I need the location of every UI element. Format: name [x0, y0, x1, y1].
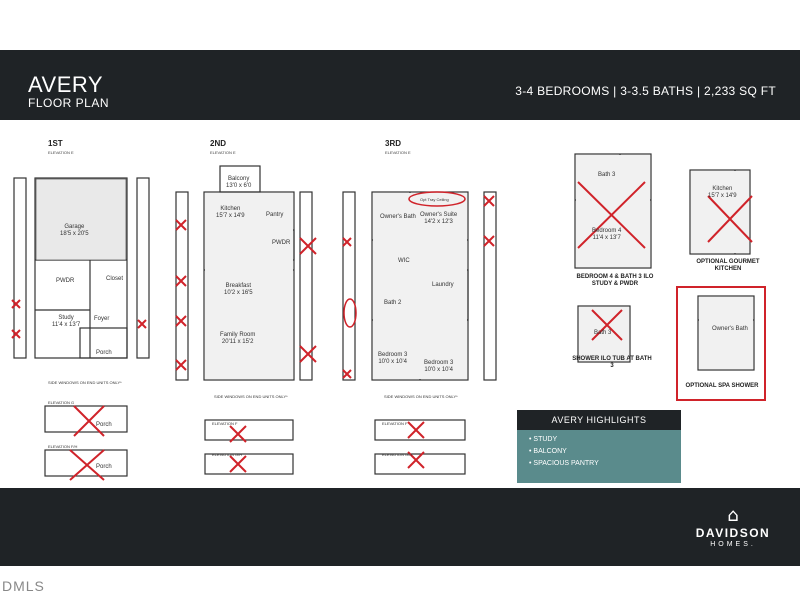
- first-floor-elevation: ELEVATION E: [48, 150, 74, 155]
- laundry-label: Laundry: [432, 282, 454, 288]
- second-alt-elevation-gh: ELEVATION G/H: [212, 452, 243, 457]
- top-margin: [0, 0, 800, 50]
- cross-bedroom4: [577, 181, 646, 249]
- plan-specs: 3-4 BEDROOMS | 3-3.5 BATHS | 2,233 SQ FT: [515, 84, 776, 98]
- first-alt-elevation-g: ELEVATION G: [48, 400, 75, 405]
- highlights-list: • STUDY • BALCONY • SPACIOUS PANTRY: [517, 430, 681, 470]
- opt-shower-caption: SHOWER ILO TUB AT BATH 3: [572, 356, 652, 369]
- third-floor-note: SIDE WINDOWS ON END UNITS ONLY*: [384, 394, 458, 399]
- highlights-title: AVERY HIGHLIGHTS: [517, 410, 681, 430]
- highlight-item: • SPACIOUS PANTRY: [529, 460, 599, 467]
- logo-line2: HOMES.: [710, 541, 756, 548]
- alt-porch-label-fh: Porch: [96, 464, 112, 470]
- footer-banner: ⌂ DAVIDSON HOMES.: [0, 488, 800, 566]
- first-alt-elevation-fh: ELEVATION F/H: [48, 444, 78, 449]
- pwdr-label: PWDR: [56, 278, 75, 284]
- second-floor-title: 2ND: [210, 139, 227, 148]
- plan-title: AVERY: [28, 72, 104, 97]
- bath2-label: Bath 2: [384, 300, 402, 306]
- red-x-marks: [11, 181, 753, 481]
- opt-bath3-label: Bath 3: [598, 172, 616, 178]
- tray-ceiling-highlight: [408, 191, 466, 207]
- floor-plan-drawings: [11, 153, 755, 481]
- pwdr-2nd-label: PWDR: [272, 240, 291, 246]
- header-banner: AVERY FLOOR PLAN 3-4 BEDROOMS | 3-3.5 BA…: [0, 50, 800, 120]
- second-floor-note: SIDE WINDOWS ON END UNITS ONLY*: [214, 394, 288, 399]
- davidson-homes-logo: ⌂ DAVIDSON HOMES.: [694, 506, 772, 550]
- third-alt-elevation-gh: ELEVATION G/H: [382, 452, 413, 457]
- tray-ceiling-label: Opt Tray Ceiling: [420, 197, 449, 202]
- opt-kitchen-caption: OPTIONAL GOURMET KITCHEN: [696, 259, 760, 272]
- cross-shower: [591, 309, 623, 341]
- house-logo-icon: ⌂: [727, 505, 739, 526]
- cross-kitchen: [707, 195, 753, 243]
- opt-spa-caption: OPTIONAL SPA SHOWER: [685, 383, 759, 389]
- first-floor-note: SIDE WINDOWS ON END UNITS ONLY*: [48, 380, 122, 385]
- opt-bedroom4-caption: BEDROOM 4 & BATH 3 ILO STUDY & PWDR: [576, 274, 654, 287]
- highlight-item: • BALCONY: [529, 448, 567, 455]
- wic-label: WIC: [398, 258, 410, 264]
- plan-subtitle: FLOOR PLAN: [28, 96, 110, 110]
- first-floor-title: 1ST: [48, 139, 63, 148]
- alt-porch-label-g: Porch: [96, 422, 112, 428]
- foyer-label: Foyer: [94, 316, 110, 322]
- third-floor-title: 3RD: [385, 139, 402, 148]
- pantry-label: Pantry: [266, 212, 284, 218]
- logo-line1: DAVIDSON: [695, 526, 771, 540]
- closet-label: Closet: [106, 276, 124, 282]
- mls-watermark: DMLS: [2, 578, 45, 594]
- highlights-panel: AVERY HIGHLIGHTS • STUDY • BALCONY • SPA…: [517, 410, 681, 483]
- opt-shower-bath-label: Bath 3: [594, 330, 612, 336]
- highlight-item: • STUDY: [529, 436, 558, 443]
- second-floor-outline: [203, 191, 295, 381]
- second-floor-elevation: ELEVATION E: [210, 150, 236, 155]
- third-floor-elevation: ELEVATION E: [385, 150, 411, 155]
- opt-spa-bath-label: Owner's Bath: [712, 326, 748, 332]
- second-alt-elevation-f: ELEVATION F: [212, 421, 238, 426]
- porch-label: Porch: [96, 350, 112, 356]
- window-highlight: [343, 298, 357, 328]
- owners-bath-label: Owner's Bath: [380, 214, 416, 220]
- third-alt-elevation-f: ELEVATION F: [382, 421, 408, 426]
- spa-shower-highlight-box: [676, 286, 766, 401]
